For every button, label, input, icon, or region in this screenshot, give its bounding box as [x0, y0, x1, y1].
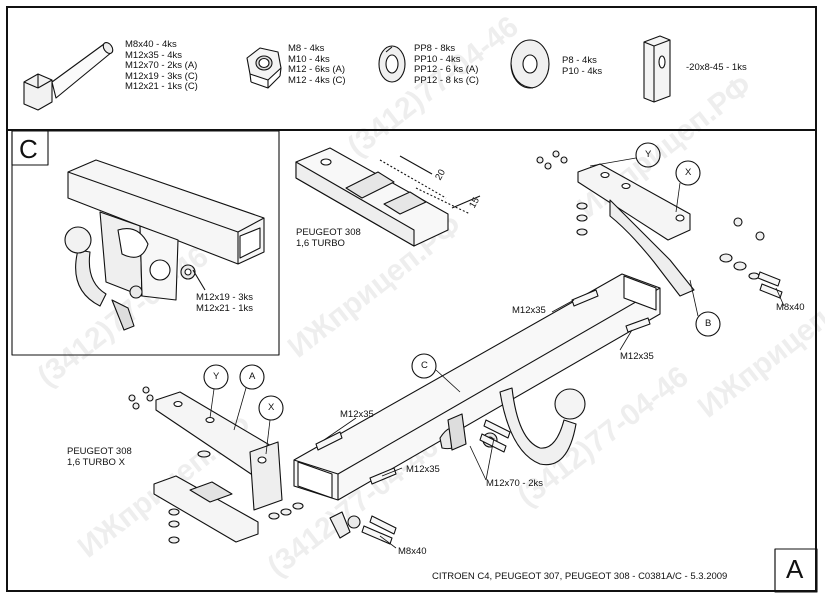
bolt-m12x35-label: M12x35 — [620, 351, 654, 362]
plain-washer-list: P8 - 4ks P10 - 4ks — [562, 55, 603, 77]
detail-c-bolt-item: M12x21 - 1ks — [196, 302, 254, 314]
bolt-m12x35-label: M12x35 — [340, 409, 374, 420]
washer-list-item: PP12 - 8 ks (C) — [414, 74, 479, 86]
plain-washer-list-item: P8 - 4ks — [562, 55, 597, 66]
left-model-label: PEUGEOT 308 1,6 TURBO X — [67, 446, 132, 468]
callout-y-right — [635, 142, 661, 168]
bolt-m8x40-left-label: M8x40 — [398, 546, 427, 557]
spring-washer-icon — [378, 45, 406, 83]
bracket-model-line: PEUGEOT 308 — [296, 227, 361, 238]
nut-list-item: M10 - 4ks — [288, 53, 330, 65]
washer-list-item: PP10 - 4ks — [414, 53, 461, 65]
nut-list-item: M8 - 4ks — [288, 43, 325, 54]
callout-b-label: B — [705, 318, 712, 329]
detail-c-letter-box — [11, 130, 49, 166]
spacer-plate-icon — [643, 35, 671, 103]
sheet-letter: A — [786, 554, 804, 584]
callout-x-right — [675, 160, 701, 186]
parts-header-divider — [6, 129, 817, 131]
callout-a — [239, 364, 265, 390]
bolt-list-item: M12x19 - 3ks (C) — [125, 70, 198, 82]
bolt-m12x70-label: M12x70 - 2ks — [486, 478, 544, 489]
detail-c-tube — [67, 159, 265, 265]
left-side-bracket — [153, 391, 283, 543]
callout-a-label: A — [249, 371, 256, 382]
bolt-list-item: M12x35 - 4ks — [125, 49, 183, 61]
bolt-list-item: M8x40 - 4ks — [125, 39, 177, 50]
detail-c-bolts-label: M12x19 - 3ks M12x21 - 1ks — [196, 292, 254, 314]
plain-washer-icon — [510, 39, 550, 89]
left-model-line: 1,6 TURBO X — [67, 456, 125, 468]
nut-list: M8 - 4ks M10 - 4ks M12 - 6ks (A) M12 - 4… — [288, 43, 346, 86]
detail-c-box — [11, 130, 280, 356]
washer-list-item: PP12 - 6 ks (A) — [414, 64, 479, 75]
bolt-list-item: M12x21 - 1ks (C) — [125, 81, 198, 92]
detail-c-letter: C — [19, 134, 38, 164]
callout-x-left — [258, 395, 284, 421]
detail-c-towball — [64, 226, 135, 331]
bracket-detail-drawing — [295, 147, 481, 247]
washer-list: PP8 - 8ks PP10 - 4ks PP12 - 6 ks (A) PP1… — [414, 43, 479, 86]
drawing-caption: CITROEN C4, PEUGEOT 307, PEUGEOT 308 - C… — [432, 571, 728, 582]
bracket-model-line: 1,6 TURBO — [296, 237, 345, 249]
bolt-list: M8x40 - 4ks M12x35 - 4ks M12x70 - 2ks (A… — [125, 39, 198, 93]
callout-c — [411, 353, 437, 379]
callout-c-label: C — [421, 360, 428, 371]
bolt-m8x40-right-label: M8x40 — [776, 302, 805, 313]
callout-x-left-label: X — [268, 402, 275, 413]
bracket-model-label: PEUGEOT 308 1,6 TURBO — [296, 227, 361, 249]
nut-list-item: M12 - 6ks (A) — [288, 64, 346, 75]
detail-c-bolt-item: M12x19 - 3ks — [196, 292, 254, 303]
bolt-list-item: M12x70 - 2ks (A) — [125, 60, 198, 71]
plain-washer-list-item: P10 - 4ks — [562, 65, 603, 77]
bolt-m12x35-label: M12x35 — [406, 464, 440, 475]
plate-label: -20x8-45 - 1ks — [686, 62, 747, 73]
washer-list-item: PP8 - 8ks — [414, 43, 456, 54]
nut-list-item: M12 - 4ks (C) — [288, 74, 346, 86]
callout-y-left-label: Y — [213, 371, 220, 382]
main-crossbar — [293, 273, 661, 501]
callout-y-left — [203, 364, 229, 390]
drawing-frame — [6, 6, 817, 592]
right-side-bracket — [577, 163, 695, 297]
callout-b — [695, 311, 721, 337]
nut-icon — [246, 47, 282, 89]
callout-y-right-label: Y — [645, 149, 652, 160]
callout-x-right-label: X — [685, 167, 692, 178]
main-towball — [439, 387, 586, 466]
detail-c-bracket — [99, 211, 196, 301]
bolt-icon — [23, 42, 114, 111]
bolt-m12x35-label: M12x35 — [512, 305, 546, 316]
left-model-line: PEUGEOT 308 — [67, 446, 132, 457]
